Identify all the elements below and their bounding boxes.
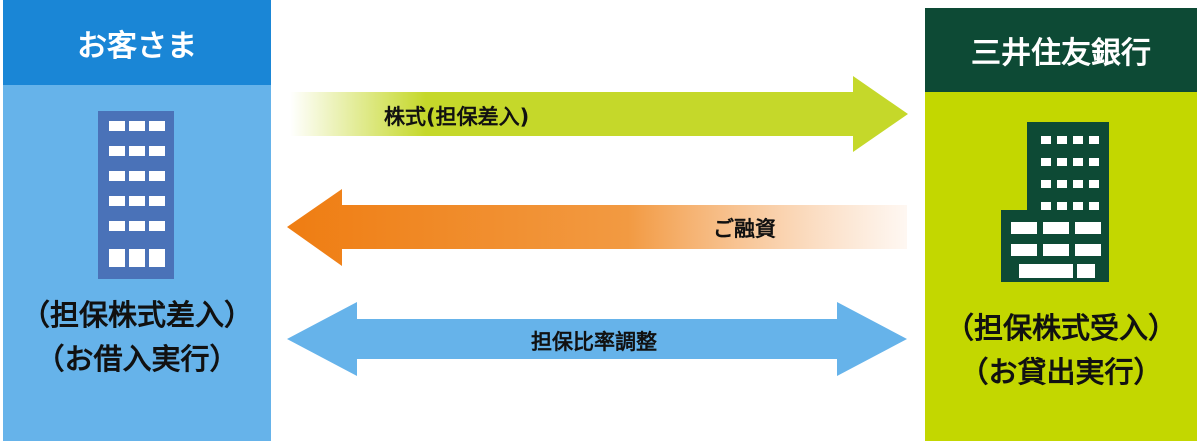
loan-flow-label: ご融資 [713,217,776,241]
bank-header: 三井住友銀行 [925,8,1197,92]
customer-caption-line2: （お借入実行） [35,342,239,376]
customer-panel: お客さま （担保株式差入） （お借入実行） [3,0,271,441]
bank-caption-line1: （担保株式受入） [944,311,1177,345]
margin-adjustment-label: 担保比率調整 [531,330,657,354]
customer-caption-line1: （担保株式差入） [20,298,253,332]
margin-adjustment-arrow: 担保比率調整 [287,302,907,376]
loan-arrow-shape [287,189,907,266]
shares-flow-arrow: 株式(担保差入) [290,76,908,152]
customer-title: お客さま [77,28,197,64]
bank-building-icon [1001,122,1109,282]
bank-panel: 三井住友銀行 （担保株式受入） （お貸出実行） [925,8,1197,441]
margin-arrow-shape [287,302,907,376]
bank-caption-line2: （お貸出実行） [959,355,1163,389]
bank-body: （担保株式受入） （お貸出実行） [925,92,1197,441]
bank-title: 三井住友銀行 [971,36,1151,71]
loan-flow-arrow: ご融資 [287,189,907,266]
customer-header: お客さま [3,0,271,85]
customer-body: （担保株式差入） （お借入実行） [3,85,271,441]
shares-flow-label: 株式(担保差入) [384,105,530,129]
shares-arrow-shape [290,76,908,152]
office-building-icon [98,111,174,279]
